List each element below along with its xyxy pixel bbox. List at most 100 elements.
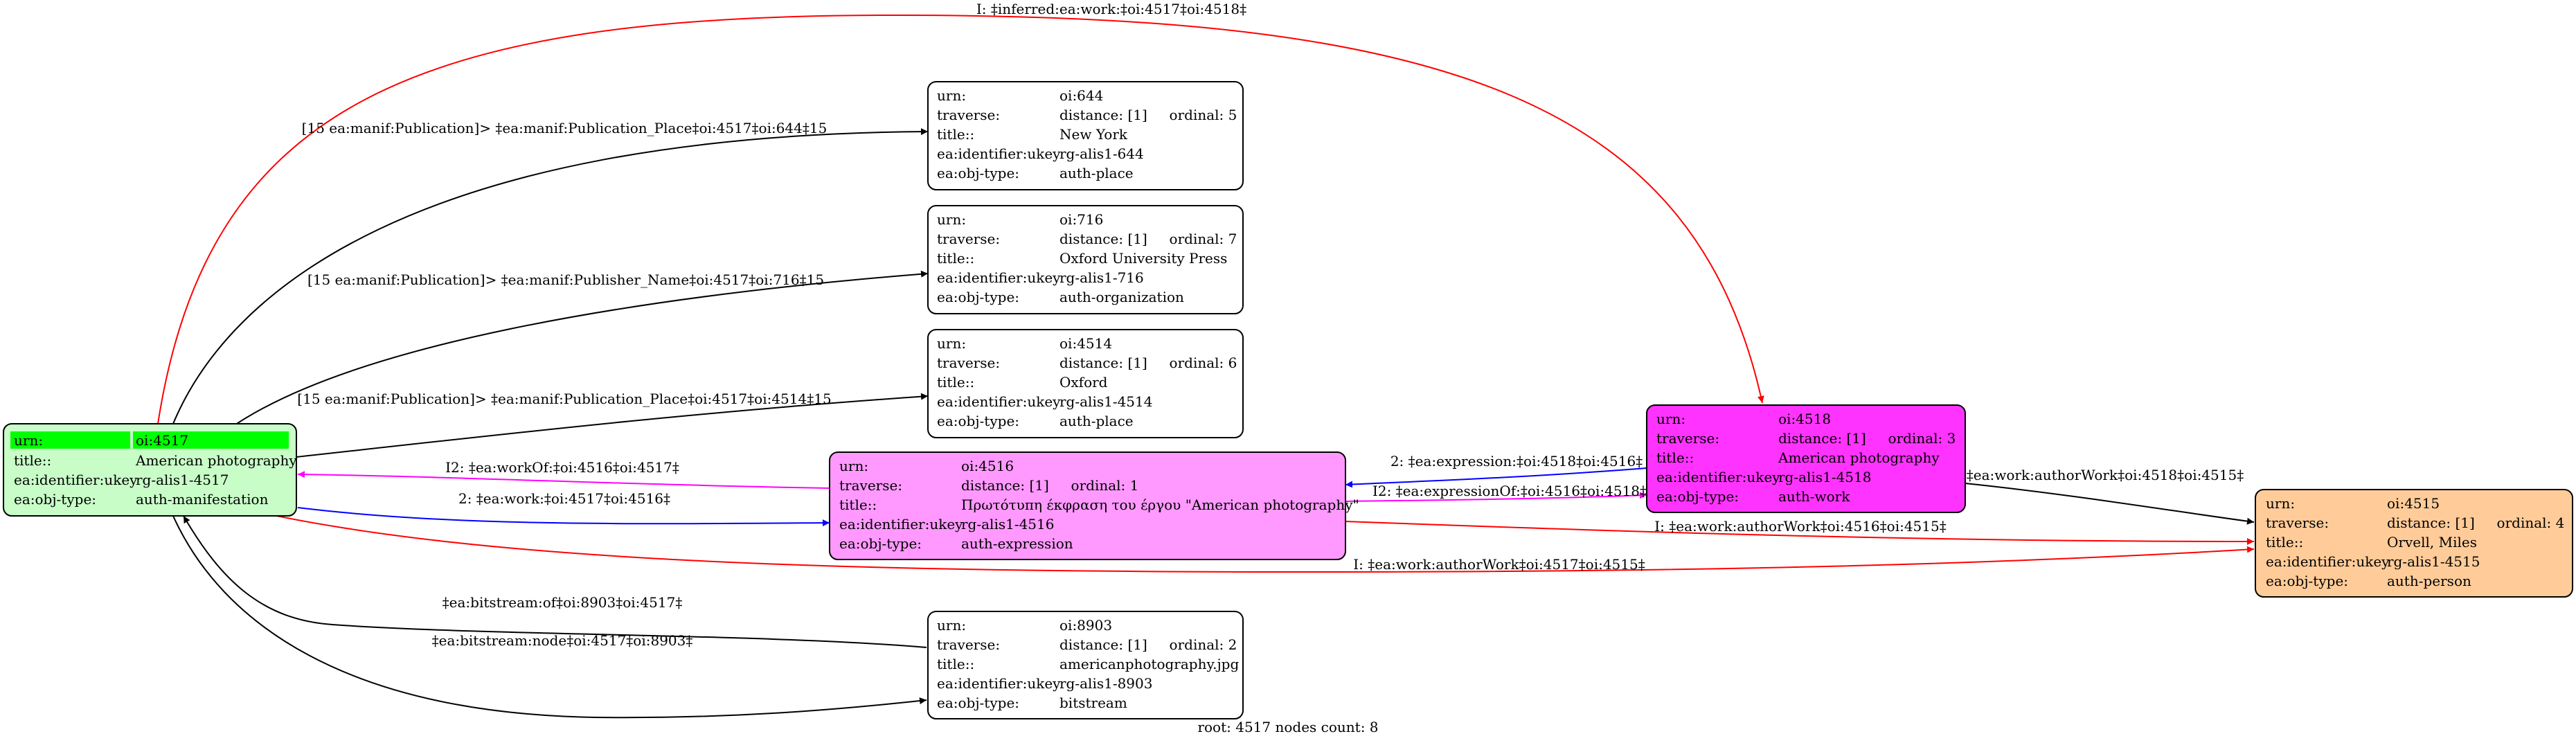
node-oi-4514[interactable]: urn: oi:4514 traverse: distance: [1] ord… xyxy=(927,329,1244,438)
node-value: rg-alis1-4515 xyxy=(2387,553,2480,570)
node-value: Oxford xyxy=(1059,374,1108,391)
node-value: rg-alis1-644 xyxy=(1059,145,1144,162)
edge-label: 2: ‡ea:expression:‡oi:4518‡oi:4516‡ xyxy=(1390,453,1643,469)
edge-label: [15 ea:manif:Publication]> ‡ea:manif:Pub… xyxy=(302,120,828,136)
node-value: distance: [1] ordinal: 2 xyxy=(1059,636,1237,653)
edge-label: I: ‡ea:work:authorWork‡oi:4517‡oi:4515‡ xyxy=(1353,556,1645,573)
node-value: auth-organization xyxy=(1059,289,1184,305)
node-key: title:: xyxy=(937,374,974,391)
edge-expression: 2: ‡ea:expression:‡oi:4518‡oi:4516‡ xyxy=(1345,453,1647,488)
node-key: urn: xyxy=(839,458,868,474)
edge-label: [15 ea:manif:Publication]> ‡ea:manif:Pub… xyxy=(297,391,831,407)
node-key: traverse: xyxy=(1656,430,1719,447)
node-oi-644[interactable]: urn: oi:644 traverse: distance: [1] ordi… xyxy=(927,81,1244,190)
edge-author-work-4518: ‡ea:work:authorWork‡oi:4518‡oi:4515‡ xyxy=(1965,467,2255,525)
node-value: bitstream xyxy=(1059,695,1127,711)
node-value: auth-place xyxy=(1059,165,1134,181)
node-value: oi:4518 xyxy=(1778,411,1831,427)
node-key: ea:obj-type: xyxy=(937,695,1019,711)
node-key: ea:identifier:ukey xyxy=(2266,553,2390,570)
node-oi-4516[interactable]: urn: oi:4516 traverse: distance: [1] ord… xyxy=(829,451,1359,560)
node-value: oi:644 xyxy=(1059,87,1103,104)
node-key: ea:obj-type: xyxy=(937,413,1019,429)
edge-label: I: ‡ea:work:authorWork‡oi:4516‡oi:4515‡ xyxy=(1654,518,1946,535)
node-value: rg-alis1-4516 xyxy=(961,516,1054,532)
edge-label: I: ‡inferred:ea:work:‡oi:4517‡oi:4518‡ xyxy=(976,1,1246,17)
node-key: ea:identifier:ukey xyxy=(1656,469,1780,485)
node-oi-8903[interactable]: urn: oi:8903 traverse: distance: [1] ord… xyxy=(927,611,1244,719)
node-key: title:: xyxy=(14,452,51,469)
node-key: ea:obj-type: xyxy=(14,491,96,508)
edge-expression-of: I2: ‡ea:expressionOf:‡oi:4516‡oi:4518‡ xyxy=(1345,483,1647,502)
node-value: distance: [1] ordinal: 6 xyxy=(1059,355,1237,371)
node-value: oi:4516 xyxy=(961,458,1014,474)
node-key: title:: xyxy=(2266,534,2303,550)
node-value: oi:4514 xyxy=(1059,335,1112,352)
edge-bitstream-node: ‡ea:bitstream:node‡oi:4517‡oi:8903‡ xyxy=(172,515,927,719)
node-value: oi:8903 xyxy=(1059,617,1112,634)
edge-label: I2: ‡ea:expressionOf:‡oi:4516‡oi:4518‡ xyxy=(1372,483,1647,499)
node-value: distance: [1] ordinal: 1 xyxy=(961,477,1138,494)
node-value: rg-alis1-716 xyxy=(1059,269,1144,286)
node-value: auth-person xyxy=(2387,573,2471,589)
node-key: ea:obj-type: xyxy=(937,289,1019,305)
node-key: title:: xyxy=(1656,449,1694,466)
edge-publisher-name-716: [15 ea:manif:Publication]> ‡ea:manif:Pub… xyxy=(228,270,929,430)
node-value: American photography xyxy=(1778,449,1940,466)
node-value: auth-manifestation xyxy=(136,491,269,508)
node-key: ea:identifier:ukey xyxy=(937,145,1061,162)
node-value: Πρωτότυπη έκφραση του έργου "American ph… xyxy=(961,496,1359,513)
node-value: distance: [1] ordinal: 3 xyxy=(1778,430,1956,447)
node-value: Orvell, Miles xyxy=(2387,534,2477,550)
node-key: ea:obj-type: xyxy=(937,165,1019,181)
node-key: title:: xyxy=(839,496,877,513)
edge-label: I2: ‡ea:workOf:‡oi:4516‡oi:4517‡ xyxy=(445,459,679,476)
node-value: auth-place xyxy=(1059,413,1134,429)
node-value: auth-expression xyxy=(961,535,1073,552)
node-key: title:: xyxy=(937,250,974,267)
node-key: traverse: xyxy=(937,231,1000,247)
graph-caption: root: 4517 nodes count: 8 xyxy=(1197,719,1378,735)
node-key: traverse: xyxy=(937,107,1000,123)
node-value: oi:4515 xyxy=(2387,495,2440,512)
edge-publication-place-644: [15 ea:manif:Publication]> ‡ea:manif:Pub… xyxy=(172,120,929,424)
node-key: urn: xyxy=(937,335,966,352)
node-key: title:: xyxy=(937,656,974,672)
edge-label: ‡ea:bitstream:of‡oi:8903‡oi:4517‡ xyxy=(442,594,683,611)
edge-label: [15 ea:manif:Publication]> ‡ea:manif:Pub… xyxy=(307,271,824,288)
edge-publication-place-4514: [15 ea:manif:Publication]> ‡ea:manif:Pub… xyxy=(296,391,929,458)
node-oi-4515[interactable]: urn: oi:4515 traverse: distance: [1] ord… xyxy=(2255,489,2573,598)
node-value: Oxford University Press xyxy=(1059,250,1227,267)
node-value: americanphotography.jpg xyxy=(1059,656,1239,672)
node-oi-716[interactable]: urn: oi:716 traverse: distance: [1] ordi… xyxy=(927,205,1244,314)
node-value: American photography xyxy=(135,452,297,469)
edge-author-work-4517: I: ‡ea:work:authorWork‡oi:4517‡oi:4515‡ xyxy=(259,512,2255,573)
node-value: oi:4517 xyxy=(136,432,188,449)
node-value: rg-alis1-4518 xyxy=(1778,469,1871,485)
node-oi-4518[interactable]: urn: oi:4518 traverse: distance: [1] ord… xyxy=(1646,404,1966,513)
edge-work: 2: ‡ea:work:‡oi:4517‡oi:4516‡ xyxy=(297,490,830,527)
node-key: urn: xyxy=(937,87,966,104)
node-oi-4517[interactable]: urn: oi:4517 title:: American photograph… xyxy=(3,423,297,517)
node-key: urn: xyxy=(2266,495,2295,512)
node-key: traverse: xyxy=(2266,514,2329,531)
node-key: ea:identifier:ukey xyxy=(839,516,963,532)
node-value: distance: [1] ordinal: 5 xyxy=(1059,107,1237,123)
node-key: ea:identifier:ukey xyxy=(14,472,138,488)
edge-label: ‡ea:work:authorWork‡oi:4518‡oi:4515‡ xyxy=(1967,467,2244,483)
node-key: urn: xyxy=(14,432,43,449)
edge-work-of: I2: ‡ea:workOf:‡oi:4516‡oi:4517‡ xyxy=(297,459,830,489)
node-value: auth-work xyxy=(1778,488,1850,505)
node-key: ea:obj-type: xyxy=(2266,573,2348,589)
node-value: distance: [1] ordinal: 4 xyxy=(2387,514,2564,531)
node-value: rg-alis1-4517 xyxy=(136,472,229,488)
edge-inferred-work: I: ‡inferred:ea:work:‡oi:4517‡oi:4518‡ xyxy=(157,1,1764,424)
edge-bitstream-of: ‡ea:bitstream:of‡oi:8903‡oi:4517‡ xyxy=(183,515,927,648)
node-key: ea:identifier:ukey xyxy=(937,393,1061,410)
node-key: urn: xyxy=(1656,411,1685,427)
node-key: ea:identifier:ukey xyxy=(937,269,1061,286)
node-key: ea:obj-type: xyxy=(839,535,922,552)
node-key: traverse: xyxy=(937,636,1000,653)
node-value: oi:716 xyxy=(1059,211,1103,228)
